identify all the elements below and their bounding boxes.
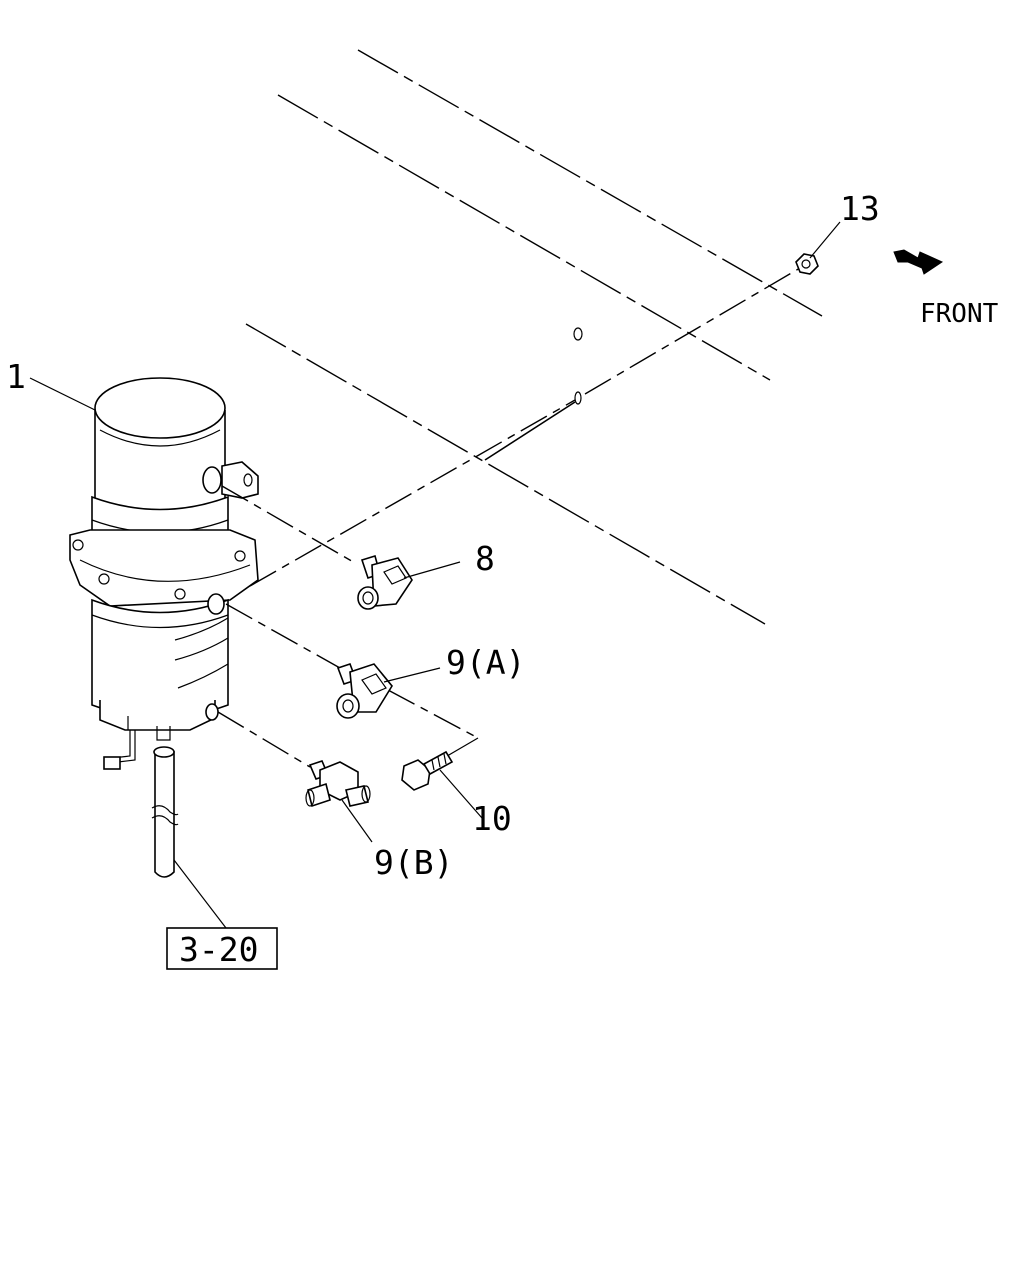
callout-part-10: 10 bbox=[472, 799, 512, 838]
callout-part-1: 1 bbox=[6, 357, 26, 396]
leader-lines bbox=[29, 221, 841, 929]
reference-box[interactable]: 3-20 bbox=[166, 927, 278, 970]
callout-part-9b: 9(B) bbox=[374, 843, 453, 882]
front-label: FRONT bbox=[920, 299, 999, 329]
callout-labels: 1 8 9(A) 9(B) 10 13 bbox=[6, 189, 880, 882]
front-arrow-icon bbox=[893, 249, 944, 275]
frame-rails bbox=[245, 49, 823, 625]
eye-bolt-10 bbox=[401, 750, 454, 791]
elbow-fitting-9a bbox=[336, 662, 393, 719]
mount-hole bbox=[573, 327, 583, 341]
reference-label: 3-20 bbox=[179, 930, 258, 969]
nut-13 bbox=[795, 253, 819, 275]
mounting-centerlines bbox=[249, 267, 801, 587]
port-centerlines bbox=[217, 485, 479, 768]
elbow-fitting-8 bbox=[357, 554, 413, 610]
fuel-filter-assembly bbox=[69, 377, 259, 770]
callout-part-8: 8 bbox=[475, 539, 495, 578]
callout-part-9a: 9(A) bbox=[446, 643, 525, 682]
front-indicator: FRONT bbox=[893, 249, 999, 329]
mount-hole bbox=[574, 391, 582, 405]
callout-part-13: 13 bbox=[840, 189, 880, 228]
tee-fitting-9b bbox=[305, 760, 371, 808]
fuel-hose bbox=[151, 746, 179, 878]
